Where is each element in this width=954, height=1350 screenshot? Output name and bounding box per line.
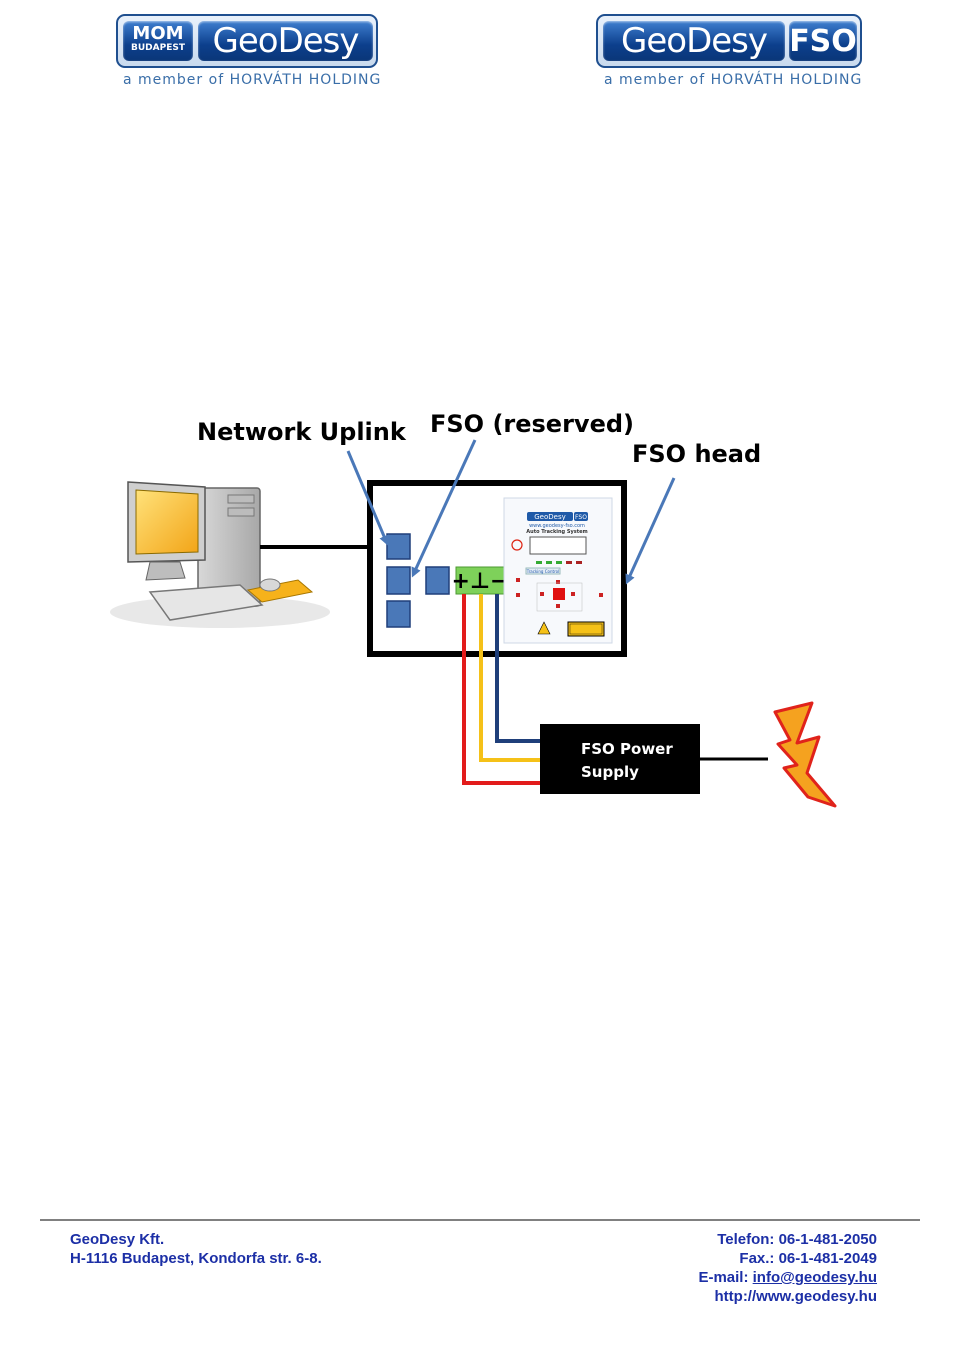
- port-2: [386, 566, 411, 595]
- lightning-bolt-icon: [773, 701, 837, 808]
- fso-reserved-label: FSO (reserved): [430, 410, 634, 438]
- port-3: [386, 600, 411, 628]
- company-name: GeoDesy Kft.: [70, 1231, 165, 1248]
- footer-right: Telefon: 06-1-481-2050 Fax.: 06-1-481-20…: [698, 1230, 877, 1306]
- uplink-port: [386, 533, 411, 560]
- yellow-wire: [479, 594, 542, 762]
- company-address: H-1116 Budapest, Kondorfa str. 6-8.: [70, 1250, 322, 1267]
- email-link[interactable]: info@geodesy.hu: [752, 1269, 877, 1286]
- network-uplink-label: Network Uplink: [197, 418, 406, 446]
- terminal-symbols: +⊥−: [452, 569, 509, 594]
- panel-url: www.geodesy-fso.com: [529, 523, 585, 529]
- email-line: E-mail: info@geodesy.hu: [698, 1268, 877, 1287]
- logo-frame: GeoDesy FSO: [596, 14, 862, 68]
- logo-frame: MOM BUDAPEST GeoDesy: [116, 14, 378, 68]
- power-supply-label-line1: FSO Power: [581, 740, 673, 758]
- geodesy-wordmark: GeoDesy: [198, 21, 373, 61]
- fax-number: Fax.: 06-1-481-2049: [739, 1250, 877, 1267]
- logo-tagline: a member of HORVÁTH HOLDING: [123, 72, 382, 88]
- fso-reserved-arrow: [411, 439, 477, 578]
- panel-brand: GeoDesy: [534, 513, 566, 521]
- mom-text: MOM: [132, 23, 184, 44]
- red-wire: [462, 594, 542, 785]
- fso-head-label: FSO head: [632, 440, 762, 468]
- footer-left: GeoDesy Kft. H-1116 Budapest, Kondorfa s…: [70, 1230, 322, 1268]
- website-url: http://www.geodesy.hu: [714, 1288, 878, 1305]
- panel-title: Auto Tracking System: [526, 529, 587, 535]
- fso-badge: FSO: [789, 21, 857, 61]
- network-uplink-arrow: [346, 450, 389, 546]
- power-supply-label-line2: Supply: [581, 763, 639, 781]
- tracking-panel-image: GeoDesy FSO www.geodesy-fso.com Auto Tra…: [503, 497, 613, 644]
- panel-badge: FSO: [575, 514, 587, 521]
- logo-tagline: a member of HORVÁTH HOLDING: [604, 72, 863, 88]
- blue-wire: [495, 594, 542, 743]
- fso-reserved-port: [425, 566, 450, 595]
- budapest-text: BUDAPEST: [131, 43, 185, 53]
- panel-section: Tracking Control: [526, 569, 559, 574]
- computer-icon: [110, 481, 330, 628]
- fso-power-supply-box: [540, 724, 700, 794]
- fso-head-arrow: [625, 477, 676, 585]
- geodesy-fso-logo: GeoDesy FSO a member of HORVÁTH HOLDING: [596, 14, 862, 90]
- geodesy-wordmark: GeoDesy: [603, 21, 785, 61]
- email-label: E-mail:: [698, 1269, 753, 1286]
- mom-geodesy-logo: MOM BUDAPEST GeoDesy a member of HORVÁTH…: [116, 14, 382, 90]
- mom-badge: MOM BUDAPEST: [123, 21, 193, 61]
- phone-number: Telefon: 06-1-481-2050: [717, 1231, 877, 1248]
